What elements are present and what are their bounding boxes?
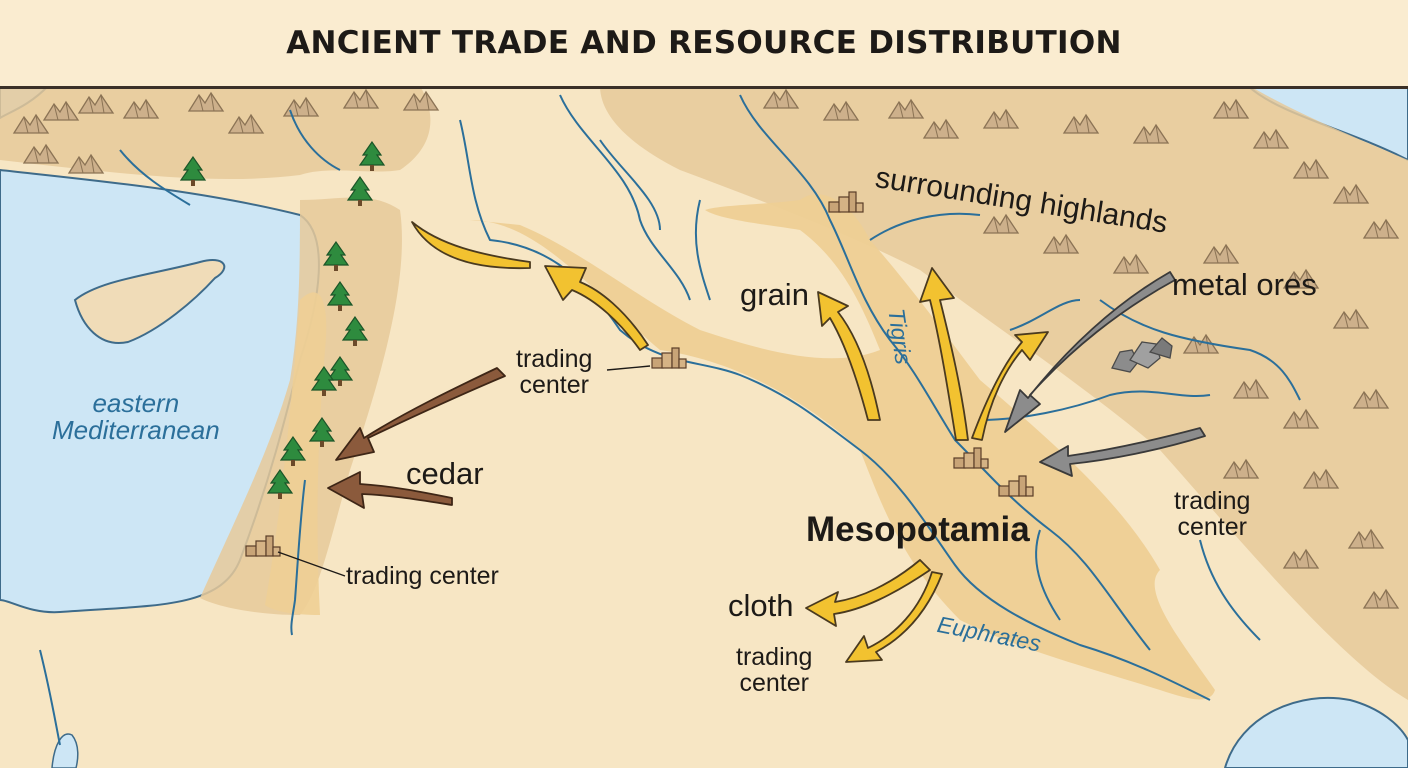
label-metal-ores: metal ores bbox=[1172, 267, 1317, 302]
trading-center-south-line-1: trading bbox=[736, 643, 813, 671]
tributary-9 bbox=[1199, 539, 1261, 641]
north-stream bbox=[119, 149, 191, 206]
sea-label-line-1: eastern bbox=[92, 388, 180, 418]
tributary-5 bbox=[1009, 299, 1081, 331]
trading-center-north: trading center bbox=[516, 346, 592, 399]
arrow-south bbox=[845, 571, 943, 663]
tributary-4 bbox=[869, 212, 981, 241]
label-mesopotamia: Mesopotamia bbox=[806, 510, 1030, 549]
gulf bbox=[1223, 696, 1408, 768]
arrow-northeast bbox=[971, 331, 1049, 441]
tributary-2 bbox=[599, 139, 661, 231]
fertile-band bbox=[470, 194, 1215, 700]
label-eastern-mediterranean: eastern Mediterranean bbox=[52, 388, 220, 446]
lake-south bbox=[51, 733, 79, 768]
arrow-cedar-1 bbox=[335, 367, 506, 461]
cyprus-island bbox=[73, 259, 226, 344]
tributary-1 bbox=[559, 94, 691, 301]
label-cedar: cedar bbox=[406, 456, 484, 491]
arrow-north-tall bbox=[919, 267, 969, 441]
jordan-river bbox=[290, 479, 306, 636]
trading-center-east: trading center bbox=[1174, 488, 1250, 541]
tributary-7 bbox=[1099, 299, 1301, 401]
arrow-northwest bbox=[544, 265, 649, 351]
arrow-grain bbox=[817, 291, 881, 421]
title-bar: ANCIENT TRADE AND RESOURCE DISTRIBUTION bbox=[0, 0, 1408, 89]
arrow-metal-1 bbox=[1004, 271, 1176, 433]
trading-center-south-line-2: center bbox=[739, 669, 809, 698]
arrow-cloth bbox=[805, 559, 931, 627]
trading-center-east-line-1: trading bbox=[1174, 487, 1251, 515]
north-stream-2 bbox=[289, 109, 341, 171]
label-cloth: cloth bbox=[728, 588, 794, 623]
south-stream bbox=[39, 649, 61, 746]
trading-center-east-line-2: center bbox=[1177, 513, 1247, 542]
arrow-west-1 bbox=[411, 221, 531, 270]
euphrates-river bbox=[459, 119, 1211, 701]
eastern-highlands bbox=[600, 86, 1408, 700]
sea-label-line-2: Mediterranean bbox=[52, 415, 220, 446]
label-grain: grain bbox=[740, 277, 809, 312]
trading-center-north-line-1: trading bbox=[516, 345, 593, 373]
arrow-metal-2 bbox=[1039, 427, 1206, 477]
ore-icon bbox=[1111, 337, 1173, 373]
tributary-8 bbox=[1035, 529, 1061, 621]
trading-center-north-line-2: center bbox=[519, 371, 589, 400]
trading-center-coast: trading center bbox=[346, 562, 499, 590]
tigris-river bbox=[739, 94, 1151, 651]
trading-center-south: trading center bbox=[736, 644, 812, 697]
map-title: ANCIENT TRADE AND RESOURCE DISTRIBUTION bbox=[286, 25, 1122, 61]
arrow-cedar-2 bbox=[327, 471, 453, 509]
tributary-3 bbox=[694, 199, 711, 301]
